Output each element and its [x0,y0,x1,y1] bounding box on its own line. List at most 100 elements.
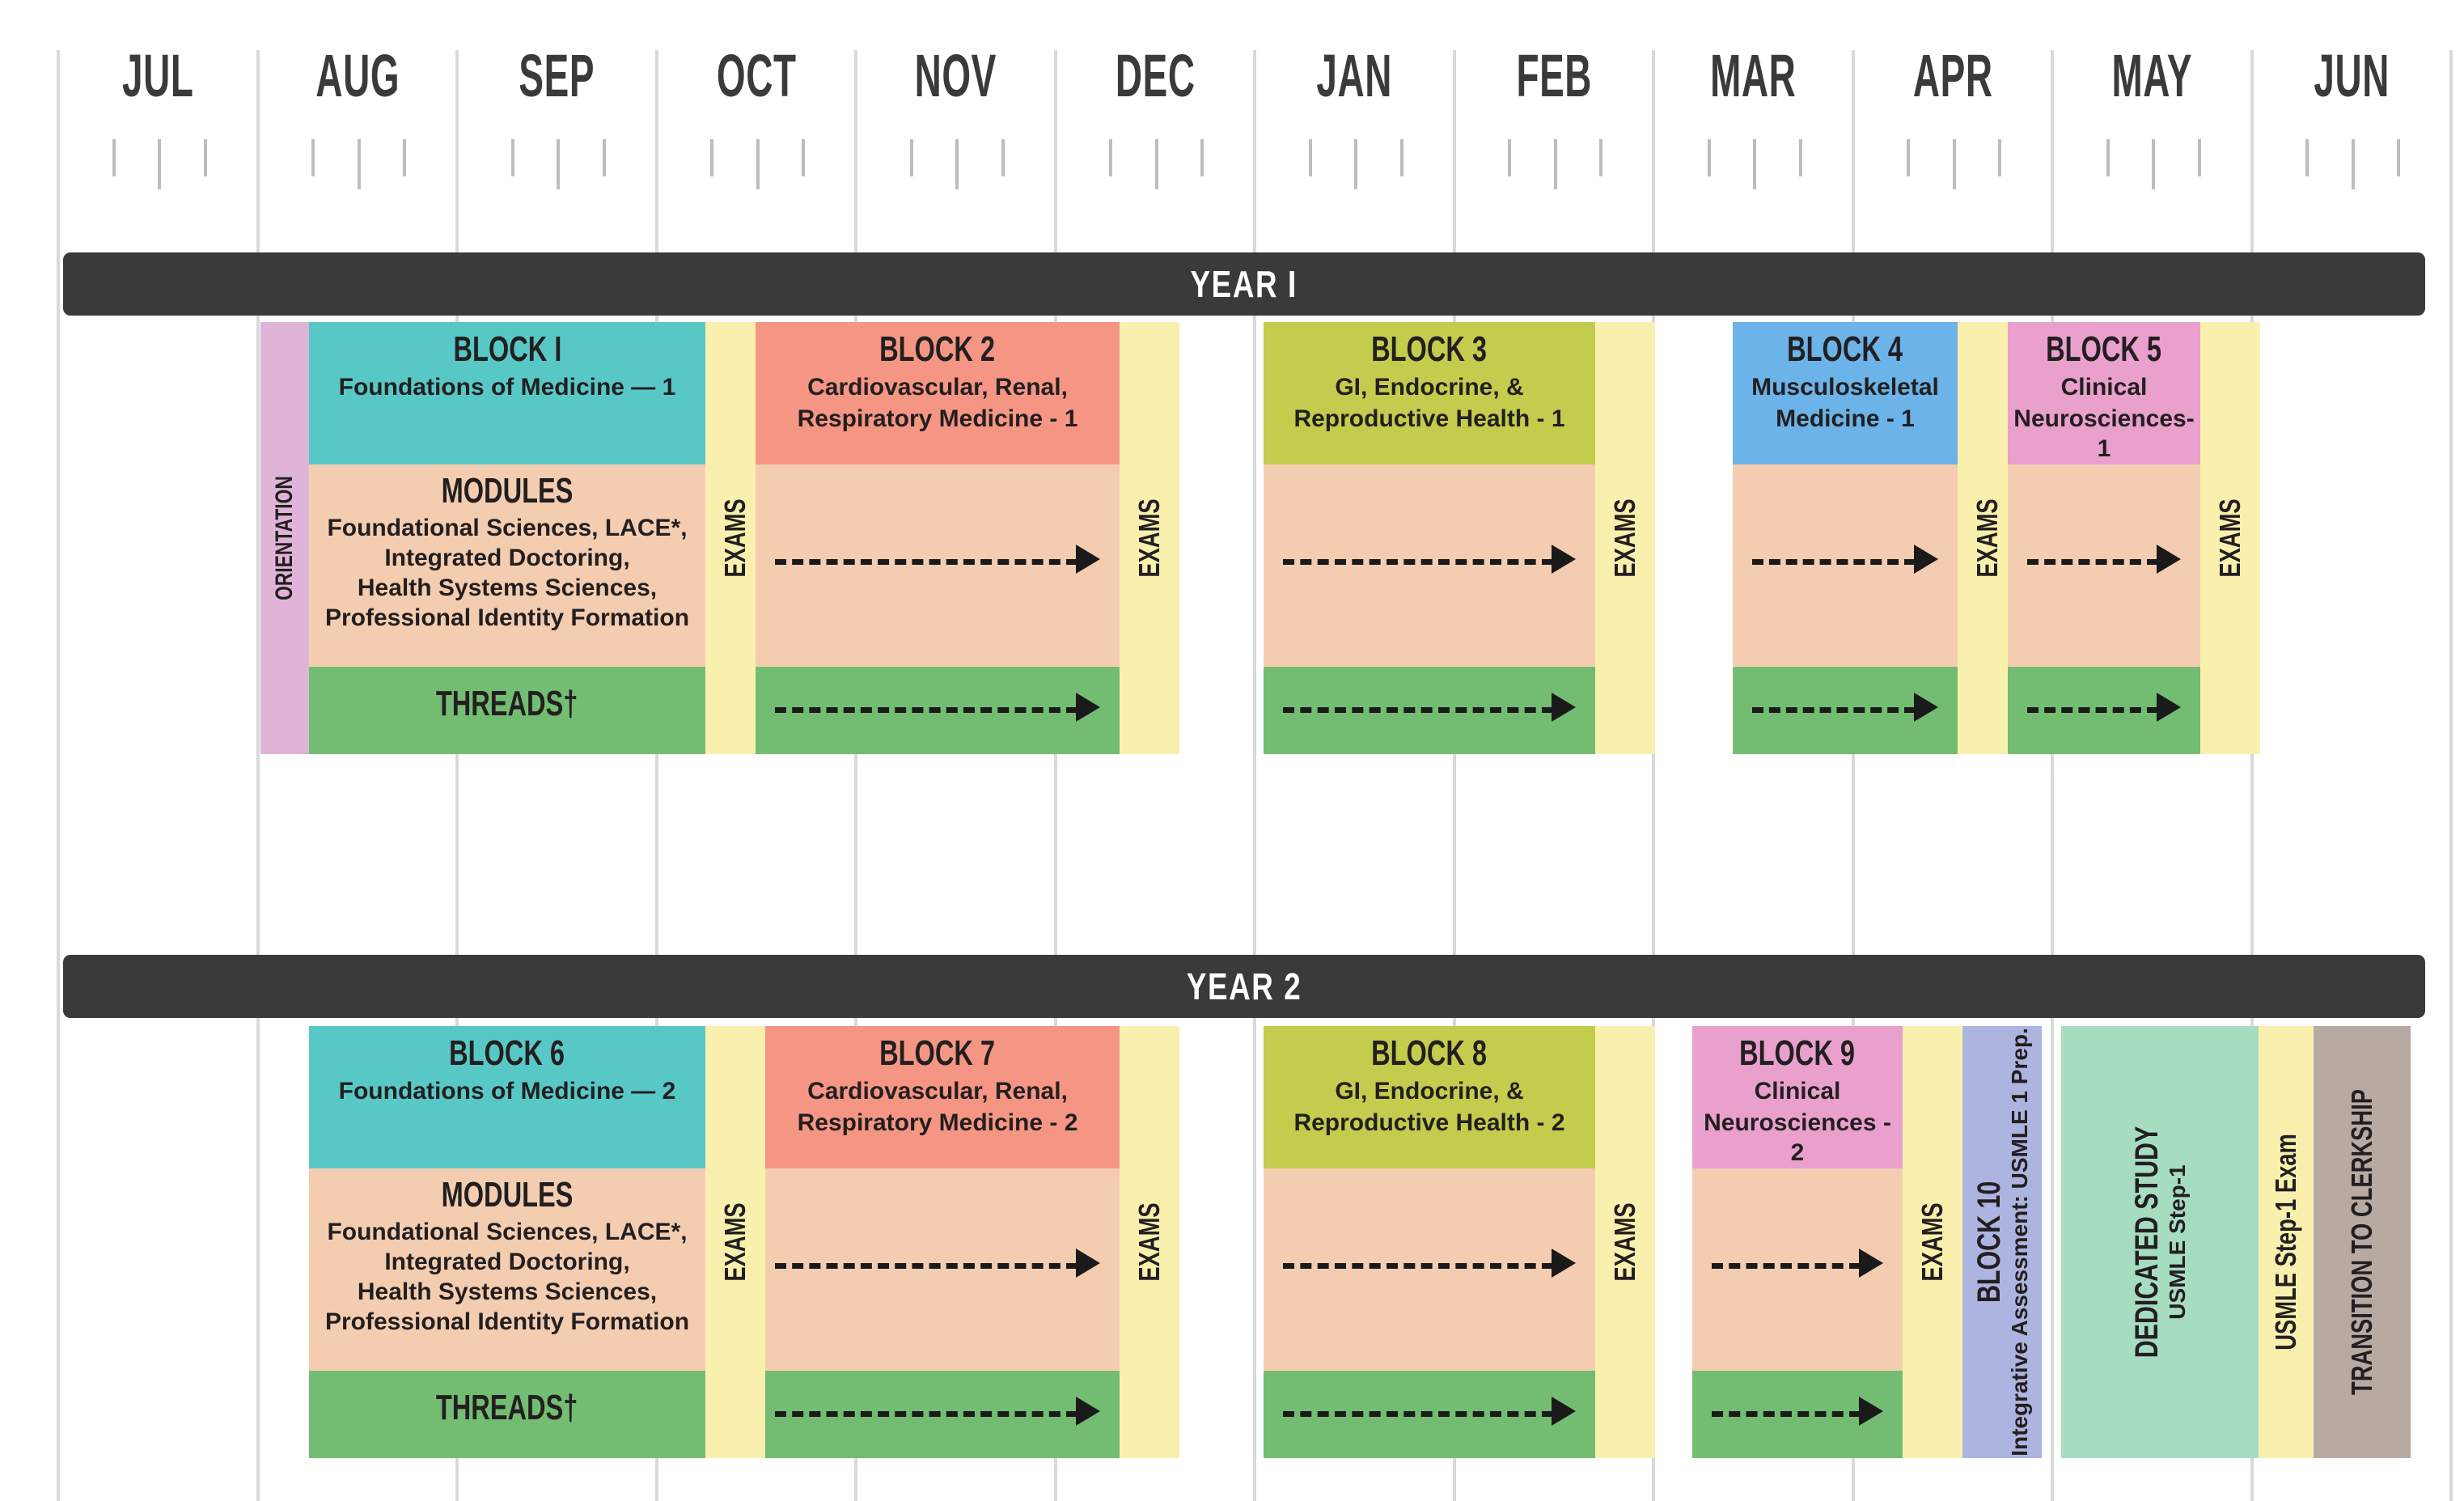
month-label-dec: DEC [1115,42,1196,109]
exams-column-y2-1-text: EXAMS [718,1190,753,1294]
progress-arrow-line [1283,1263,1553,1269]
week-tick [1354,139,1358,189]
year-banner-year1: YEAR I [63,252,2425,316]
modules-list-line: Integrated Doctoring, [384,1249,630,1275]
block-subtitle: Reproductive Health - 2 [1293,1109,1565,1136]
exams-column-2: EXAMS [1120,322,1179,754]
exams-column-3: EXAMS [1595,322,1655,754]
block-subtitle: Clinical [2060,374,2148,401]
block-subtitle: Reproductive Health - 1 [1293,405,1565,432]
progress-arrow-head [1076,1397,1100,1426]
orientation-column: ORIENTATION [260,322,309,754]
block-subtitle: Respiratory Medicine - 2 [797,1109,1078,1136]
month-gridline [2449,50,2453,1501]
exams-column-2-primary: EXAMS [1133,498,1166,578]
modules-list-line: Health Systems Sciences, [357,575,658,601]
exams-column-5: EXAMS [2200,322,2260,754]
exams-column-y2-4-text: EXAMS [1915,1190,1950,1294]
block-title: BLOCK I [453,329,561,369]
week-tick [357,139,361,189]
progress-arrow-head [1552,1249,1576,1278]
week-tick [710,139,714,176]
progress-arrow-head [1859,1249,1883,1278]
block-subtitle: Clinical [1754,1078,1841,1105]
month-label-apr: APR [1912,42,1993,109]
month-gridline [2250,50,2254,1501]
modules-list-line: Health Systems Sciences, [357,1278,658,1305]
block-title: BLOCK 2 [879,329,996,369]
exams-column-3-text: EXAMS [1607,486,1643,590]
month-label-feb: FEB [1515,42,1592,109]
week-tick [2152,139,2156,189]
month-gridline [854,50,857,1501]
block-subtitle: Musculoskeletal [1751,374,1939,401]
usmle-step1-exam-column-text: USMLE Step-1 Exam [2268,1100,2304,1384]
exams-column-5-text: EXAMS [2212,486,2248,590]
week-tick [1154,139,1158,189]
exams-column-1-text: EXAMS [718,486,753,590]
week-tick [311,139,315,176]
month-label-nov: NOV [914,42,997,109]
progress-arrow-line [2027,707,2158,713]
progress-arrow-line [775,707,1077,713]
progress-arrow-head [1552,545,1576,574]
transition-to-clerkship-column-primary: TRANSITION TO CLERKSHIP [2345,1089,2378,1395]
week-tick [403,139,407,176]
week-tick [1798,139,1802,176]
month-gridline [2051,50,2054,1501]
exams-column-4: EXAMS [1958,322,2017,754]
week-tick [1707,139,1711,176]
block-title: BLOCK 7 [879,1033,996,1073]
modules-band [1264,1168,1595,1371]
dedicated-study-column-secondary: USMLE Step-1 [2165,1164,2190,1320]
exams-column-1: EXAMS [705,322,765,754]
dedicated-study-column-primary: DEDICATED STUDY [2129,1126,2165,1359]
progress-arrow-line [1283,707,1553,713]
week-tick [1553,139,1557,189]
progress-arrow-line [1283,1411,1553,1417]
month-label-mar: MAR [1710,42,1797,109]
month-gridline [455,50,459,1501]
progress-arrow-head [2157,545,2181,574]
exams-column-y2-1-primary: EXAMS [718,1202,751,1282]
week-tick [203,139,207,176]
week-tick [909,139,913,176]
block-subtitle: Medicine - 1 [1776,405,1915,432]
exams-column-y2-3-text: EXAMS [1607,1190,1643,1294]
threads-label: THREADS† [436,1388,578,1427]
month-label-jul: JUL [121,42,194,109]
transition-to-clerkship-column-text: TRANSITION TO CLERKSHIP [2344,1041,2380,1443]
progress-arrow-head [1552,1397,1576,1426]
usmle-step1-exam-column-primary: USMLE Step-1 Exam [2269,1134,2302,1350]
week-tick [2106,139,2110,176]
exams-column-2-text: EXAMS [1132,486,1167,590]
modules-title: MODULES [441,1175,574,1215]
exams-column-y2-2: EXAMS [1120,1026,1179,1458]
month-label-may: MAY [2111,42,2193,109]
exams-column-y2-1: EXAMS [705,1026,765,1458]
progress-arrow-head [1914,693,1938,722]
modules-title: MODULES [441,471,574,511]
block-10-column-secondary: Integrative Assessment: USMLE 1 Prep. [2007,1028,2032,1456]
progress-arrow-line [775,559,1077,565]
exams-column-3-primary: EXAMS [1608,498,1641,578]
exams-column-1-primary: EXAMS [718,498,751,578]
month-gridline [57,50,60,1501]
month-gridline [1452,50,1456,1501]
progress-arrow-head [1076,1249,1100,1278]
modules-list-line: Professional Identity Formation [324,604,690,631]
usmle-step1-exam-column: USMLE Step-1 Exam [2259,1026,2314,1458]
block-subtitle: Cardiovascular, Renal, [807,1078,1068,1105]
week-tick [802,139,806,176]
transition-to-clerkship-column: TRANSITION TO CLERKSHIP [2314,1026,2411,1458]
exams-column-y2-3: EXAMS [1595,1026,1655,1458]
month-label-aug: AUG [315,42,400,109]
month-label-sep: SEP [519,42,595,109]
